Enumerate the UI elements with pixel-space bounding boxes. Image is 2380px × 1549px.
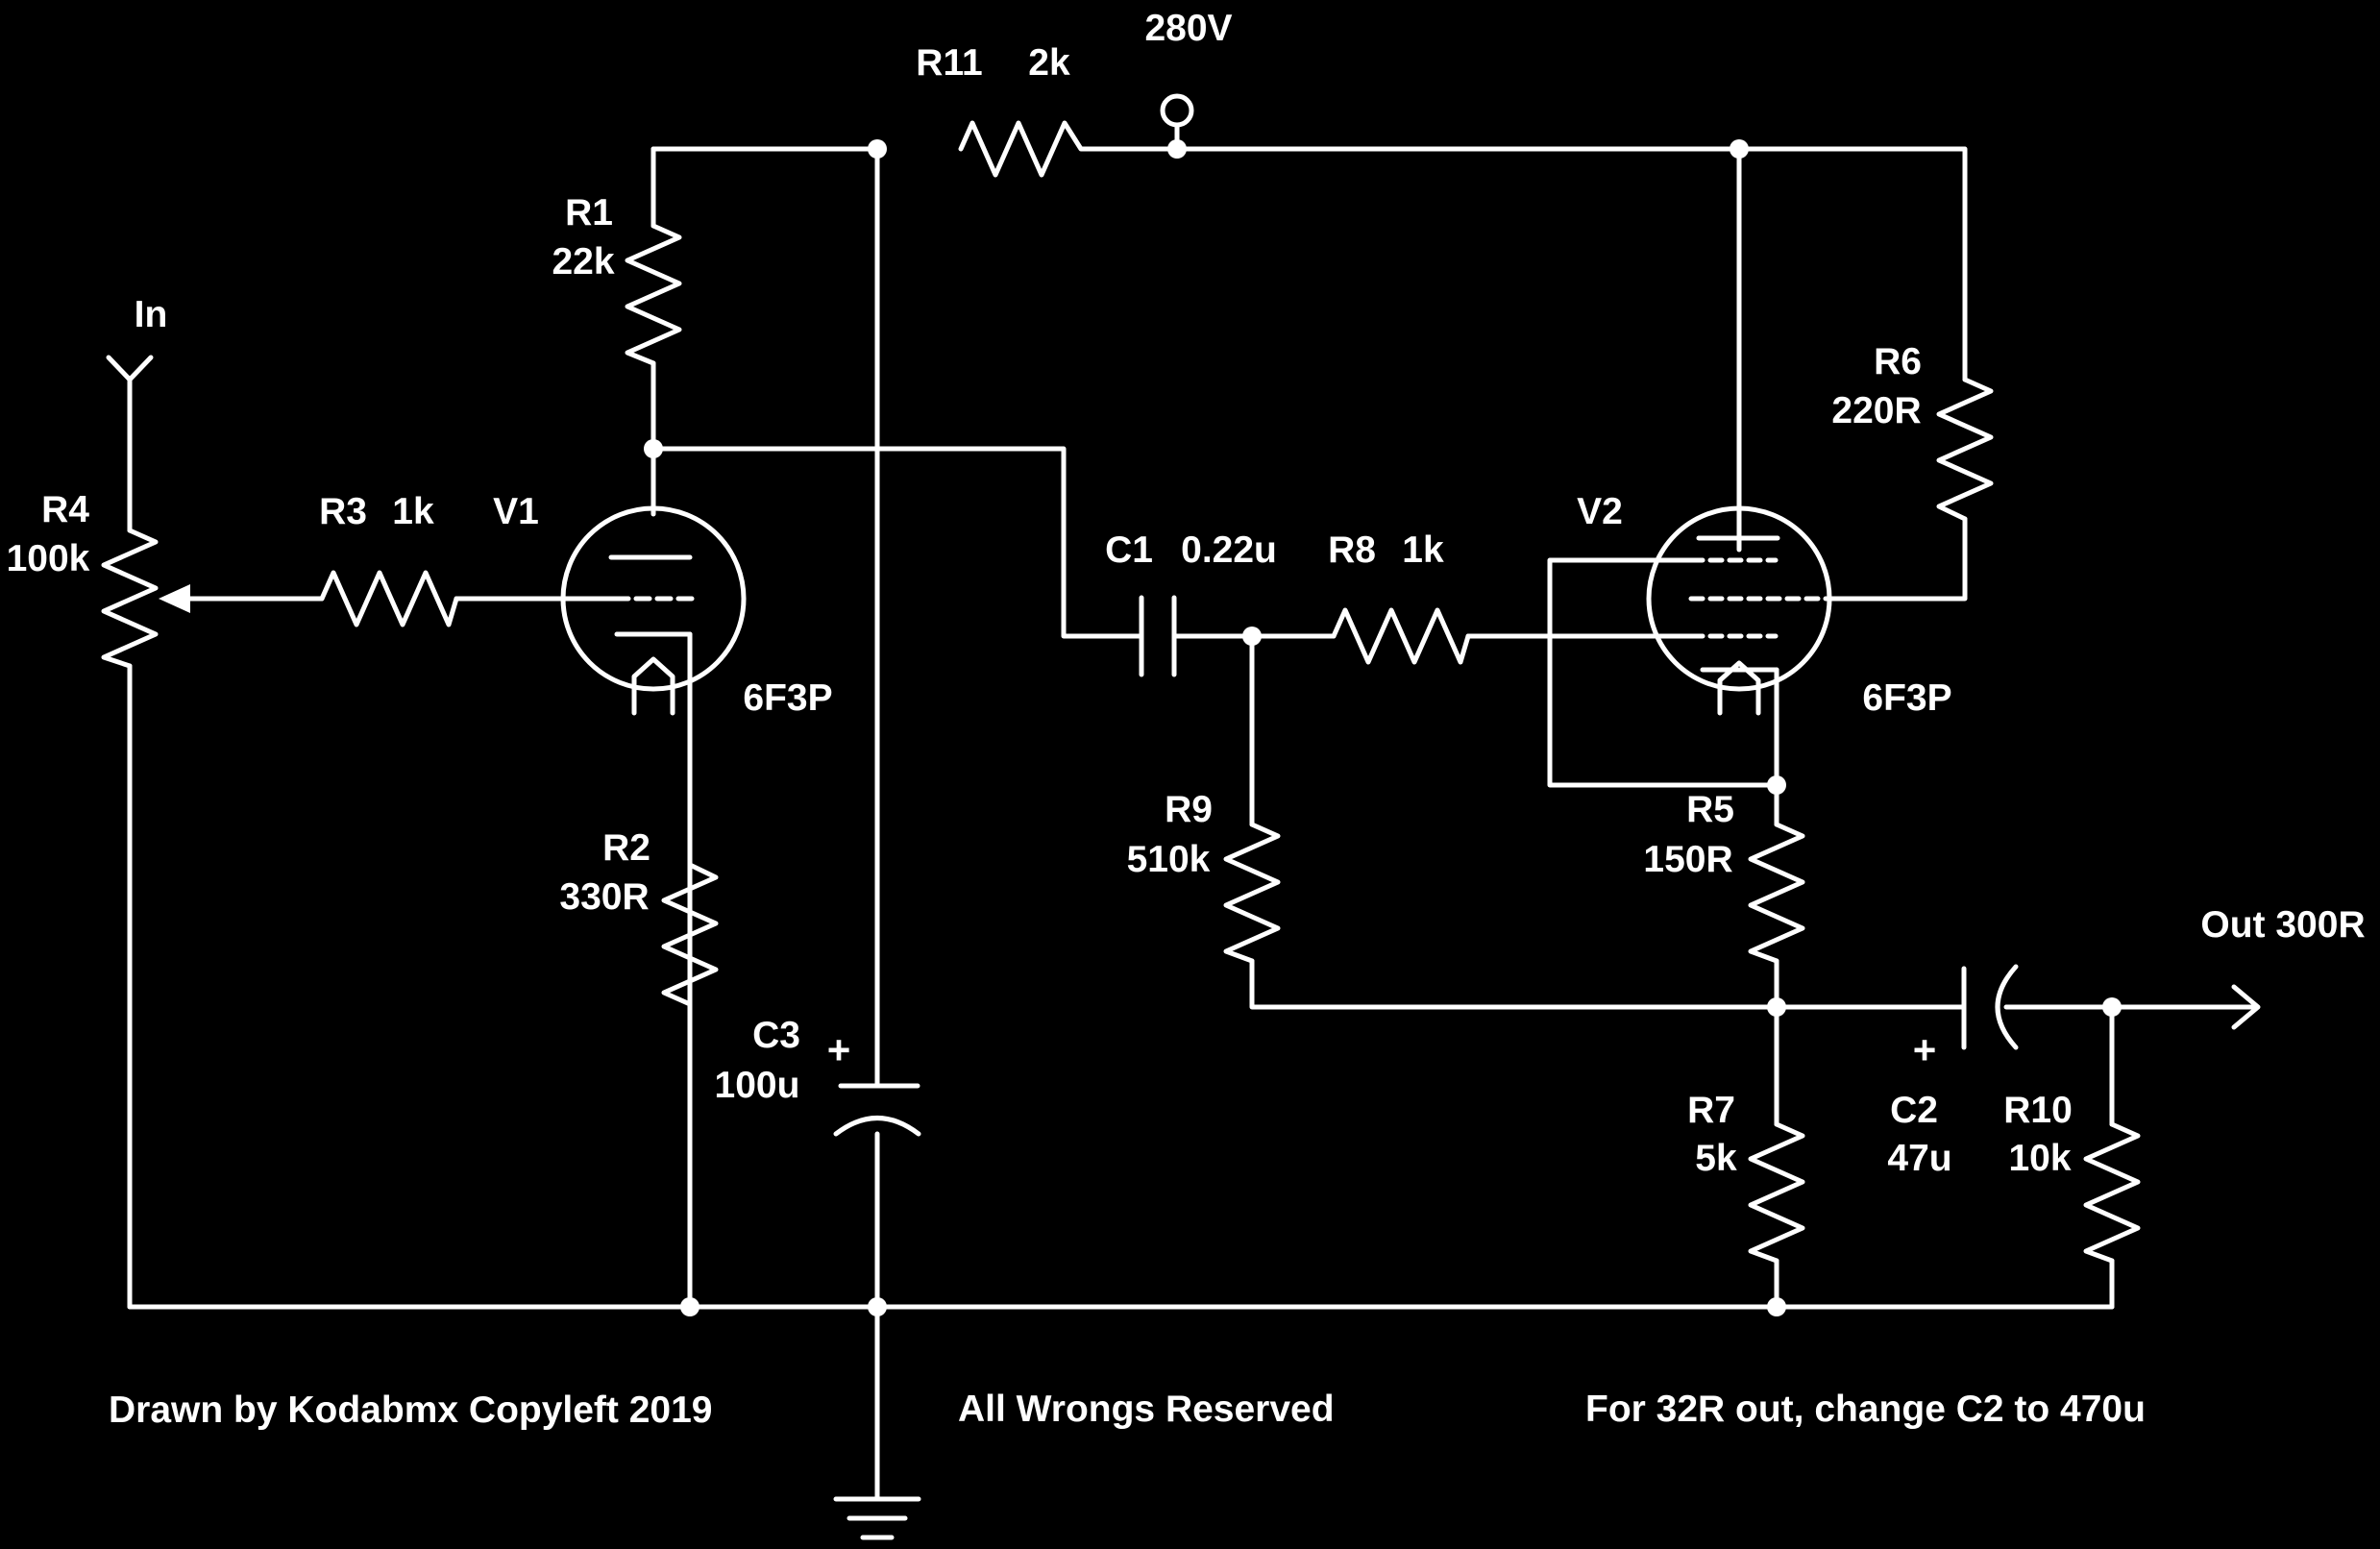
c3-ref: C3	[752, 1015, 800, 1056]
resistor-r10	[2083, 1121, 2141, 1264]
r7-ref: R7	[1687, 1090, 1735, 1131]
r2-value: 330R	[559, 876, 649, 918]
supply-terminal	[1160, 93, 1194, 152]
r3-value: 1k	[392, 491, 434, 532]
r4-wiper-arrow	[159, 584, 195, 613]
r2-ref: R2	[602, 827, 650, 869]
r1-value: 22k	[552, 241, 614, 283]
tip-note: For 32R out, change C2 to 470u	[1585, 1389, 2146, 1430]
wire-r6-to-v2-screen	[1829, 516, 1968, 602]
v1-type: 6F3P	[743, 677, 832, 719]
c3-value: 100u	[715, 1065, 800, 1106]
junctions	[644, 139, 2122, 1316]
c2-plus: +	[1913, 1027, 1937, 1072]
r5-value: 150R	[1643, 839, 1732, 880]
r9-ref: R9	[1165, 789, 1213, 830]
resistor-r2	[661, 862, 719, 1007]
output-label: Out 300R	[2200, 904, 2365, 946]
r6-value: 220R	[1831, 390, 1921, 431]
r11-value: 2k	[1028, 42, 1070, 84]
r4-value: 100k	[7, 538, 90, 579]
r6-ref: R6	[1874, 341, 1922, 382]
resistor-r11	[958, 120, 1095, 178]
c1-value: 0.22u	[1181, 529, 1277, 571]
resistor-r4	[101, 528, 159, 669]
resistor-r8	[1331, 607, 1471, 665]
r3-ref: R3	[319, 491, 367, 532]
r4-ref: R4	[41, 489, 89, 530]
resistor-r6	[1936, 377, 1994, 522]
tube-v1	[560, 505, 747, 716]
supply-label: 280V	[1144, 8, 1232, 49]
r1-ref: R1	[565, 192, 613, 234]
tube-v2	[1642, 505, 1835, 716]
resistor-r3	[319, 570, 459, 627]
resistor-r5	[1748, 822, 1805, 964]
output-terminal-arrow	[2231, 984, 2261, 1030]
resistor-r9	[1223, 822, 1281, 964]
r5-ref: R5	[1686, 789, 1734, 830]
r7-value: 5k	[1695, 1138, 1737, 1179]
rights-note: All Wrongs Reserved	[958, 1389, 1335, 1430]
wire-v1-to-c1	[650, 446, 1144, 639]
ground-symbol	[833, 1496, 921, 1540]
input-label: In	[135, 294, 168, 335]
r11-ref: R11	[916, 42, 982, 84]
r8-value: 1k	[1402, 529, 1444, 571]
r10-ref: R10	[2003, 1090, 2073, 1131]
v2-type: 6F3P	[1862, 677, 1951, 719]
v2-ref: V2	[1577, 491, 1623, 532]
r10-value: 10k	[2008, 1138, 2071, 1179]
capacitor-c3	[833, 1083, 921, 1137]
capacitor-c1	[1139, 595, 1177, 677]
r8-ref: R8	[1328, 529, 1376, 571]
b-plus-rail	[650, 146, 1968, 382]
r9-value: 510k	[1127, 839, 1211, 880]
input-terminal	[106, 355, 154, 382]
c2-value: 47u	[1887, 1138, 1951, 1179]
capacitor-c2	[1961, 964, 2019, 1050]
wire-v2-g2-loop	[1547, 557, 1779, 788]
wire-r9-bottom	[1249, 958, 1779, 1010]
resistor-r1	[625, 223, 682, 366]
v1-ref: V1	[493, 491, 539, 532]
resistor-r7	[1748, 1121, 1805, 1264]
c2-ref: C2	[1890, 1090, 1938, 1131]
c1-ref: C1	[1105, 529, 1153, 571]
credit-note: Drawn by Kodabmx Copyleft 2019	[109, 1389, 713, 1431]
c3-plus: +	[827, 1027, 851, 1072]
